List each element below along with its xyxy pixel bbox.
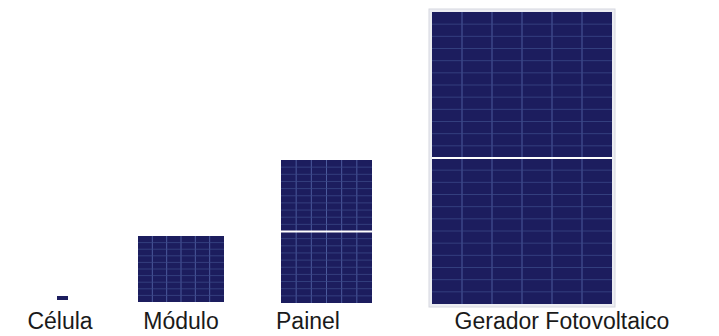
part-label: Gerador Fotovoltaico bbox=[455, 308, 670, 334]
part-label: Módulo bbox=[143, 308, 218, 334]
solar-panel bbox=[281, 160, 372, 303]
photovoltaic-generator bbox=[432, 12, 612, 304]
generator-frame bbox=[429, 9, 615, 307]
part-label: Painel bbox=[276, 308, 340, 334]
solar-module bbox=[138, 236, 224, 302]
part-label: Célula bbox=[27, 308, 92, 334]
solar-cell bbox=[57, 296, 68, 300]
